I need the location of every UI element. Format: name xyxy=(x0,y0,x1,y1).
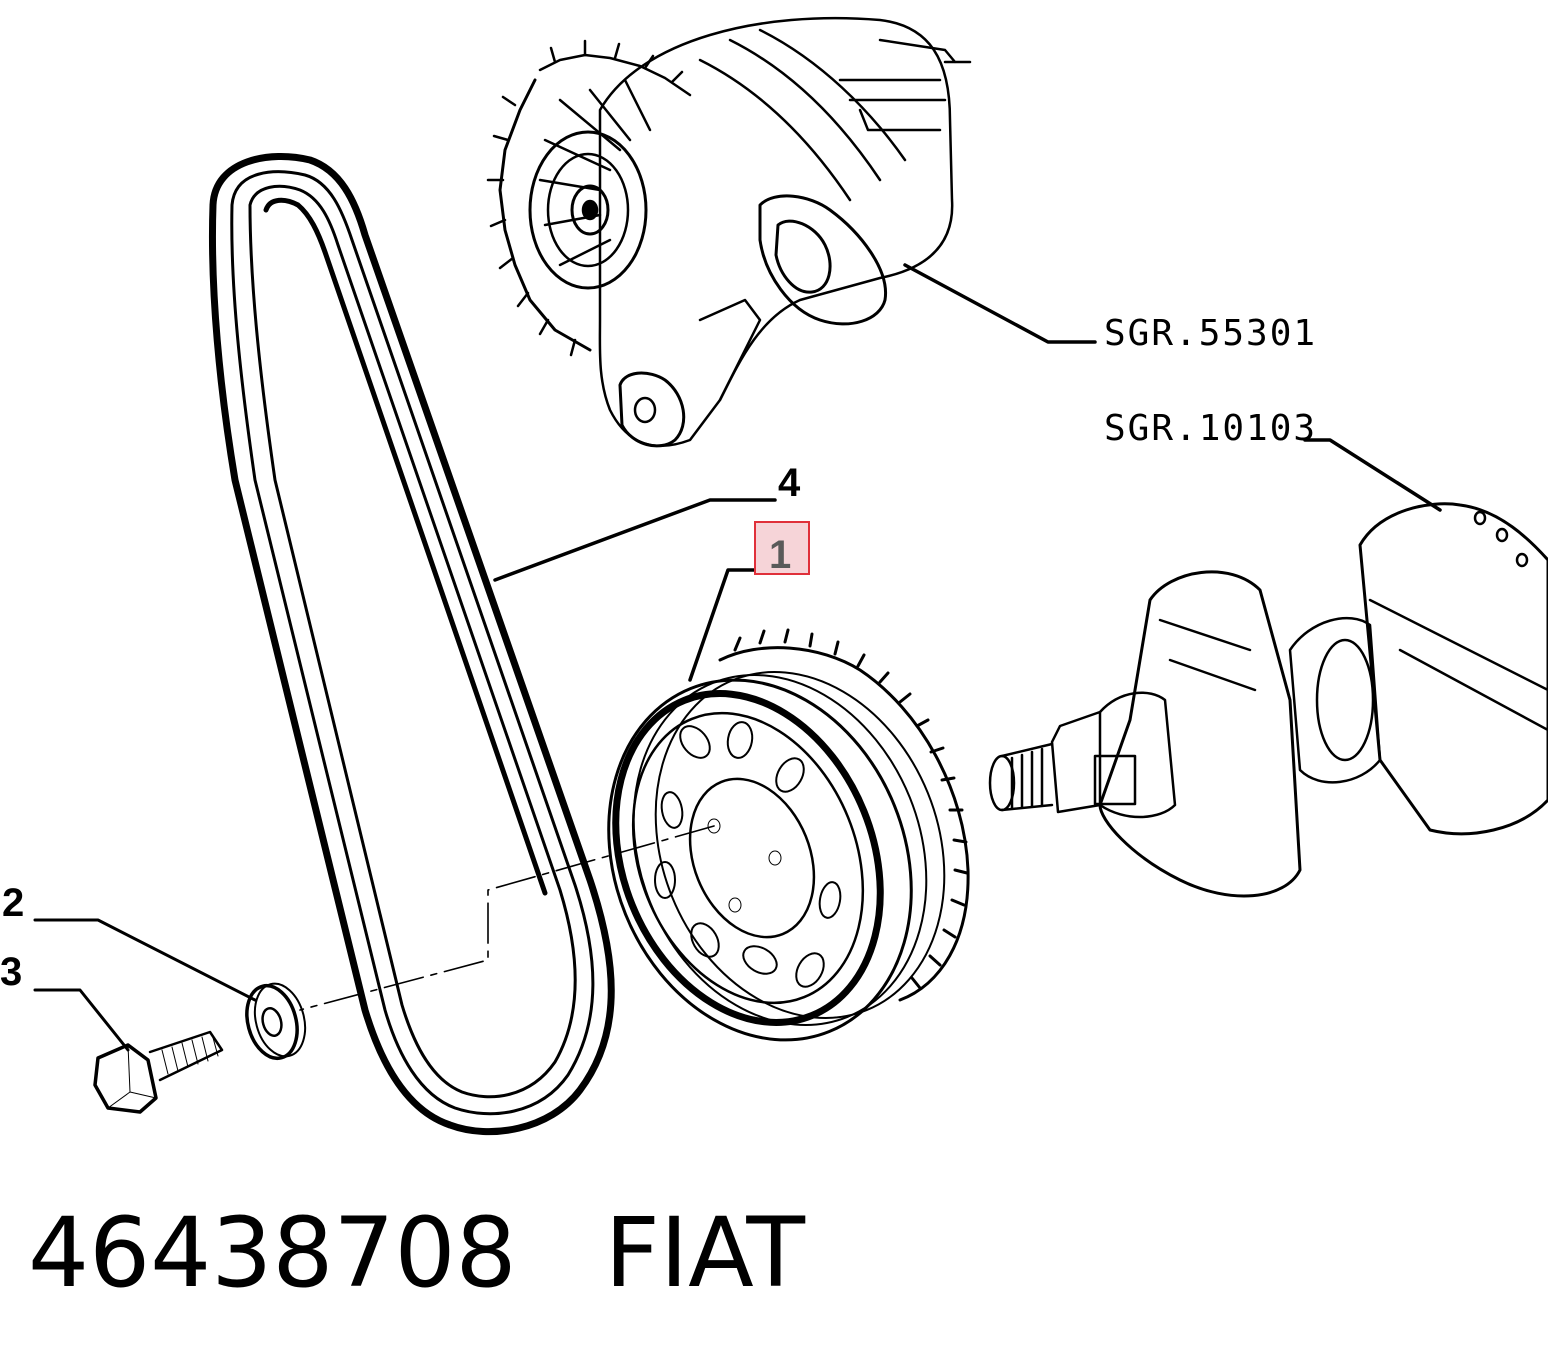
leader-belt xyxy=(493,498,777,582)
leader-washer xyxy=(33,918,257,1002)
washer[interactable] xyxy=(239,978,313,1064)
leader-sgr-55301 xyxy=(903,263,1097,344)
leader-sgr-10103 xyxy=(1303,438,1442,512)
callout-bolt[interactable]: 3 xyxy=(0,950,22,994)
callout-pulley[interactable]: 1 xyxy=(769,533,791,577)
part-number: 46438708 xyxy=(28,1197,517,1309)
leader-pulley xyxy=(688,568,762,682)
ref-sgr-10103[interactable]: SGR.10103 xyxy=(1104,408,1317,449)
crankshaft[interactable] xyxy=(988,502,1548,898)
hex-bolt[interactable] xyxy=(93,1030,224,1114)
ref-sgr-55301[interactable]: SGR.55301 xyxy=(1104,313,1317,354)
alternator[interactable] xyxy=(486,16,972,448)
part-caption: 46438708 FIAT xyxy=(28,1198,805,1308)
poly-v-belt[interactable] xyxy=(208,152,615,1136)
assembly-axis xyxy=(299,825,715,1011)
callout-washer[interactable]: 2 xyxy=(2,881,24,925)
callout-belt[interactable]: 4 xyxy=(778,461,801,505)
callout-highlight-box xyxy=(754,521,810,575)
brand-name: FIAT xyxy=(604,1197,806,1309)
leader-bolt xyxy=(33,988,130,1052)
crank-pulley[interactable] xyxy=(556,628,994,1086)
